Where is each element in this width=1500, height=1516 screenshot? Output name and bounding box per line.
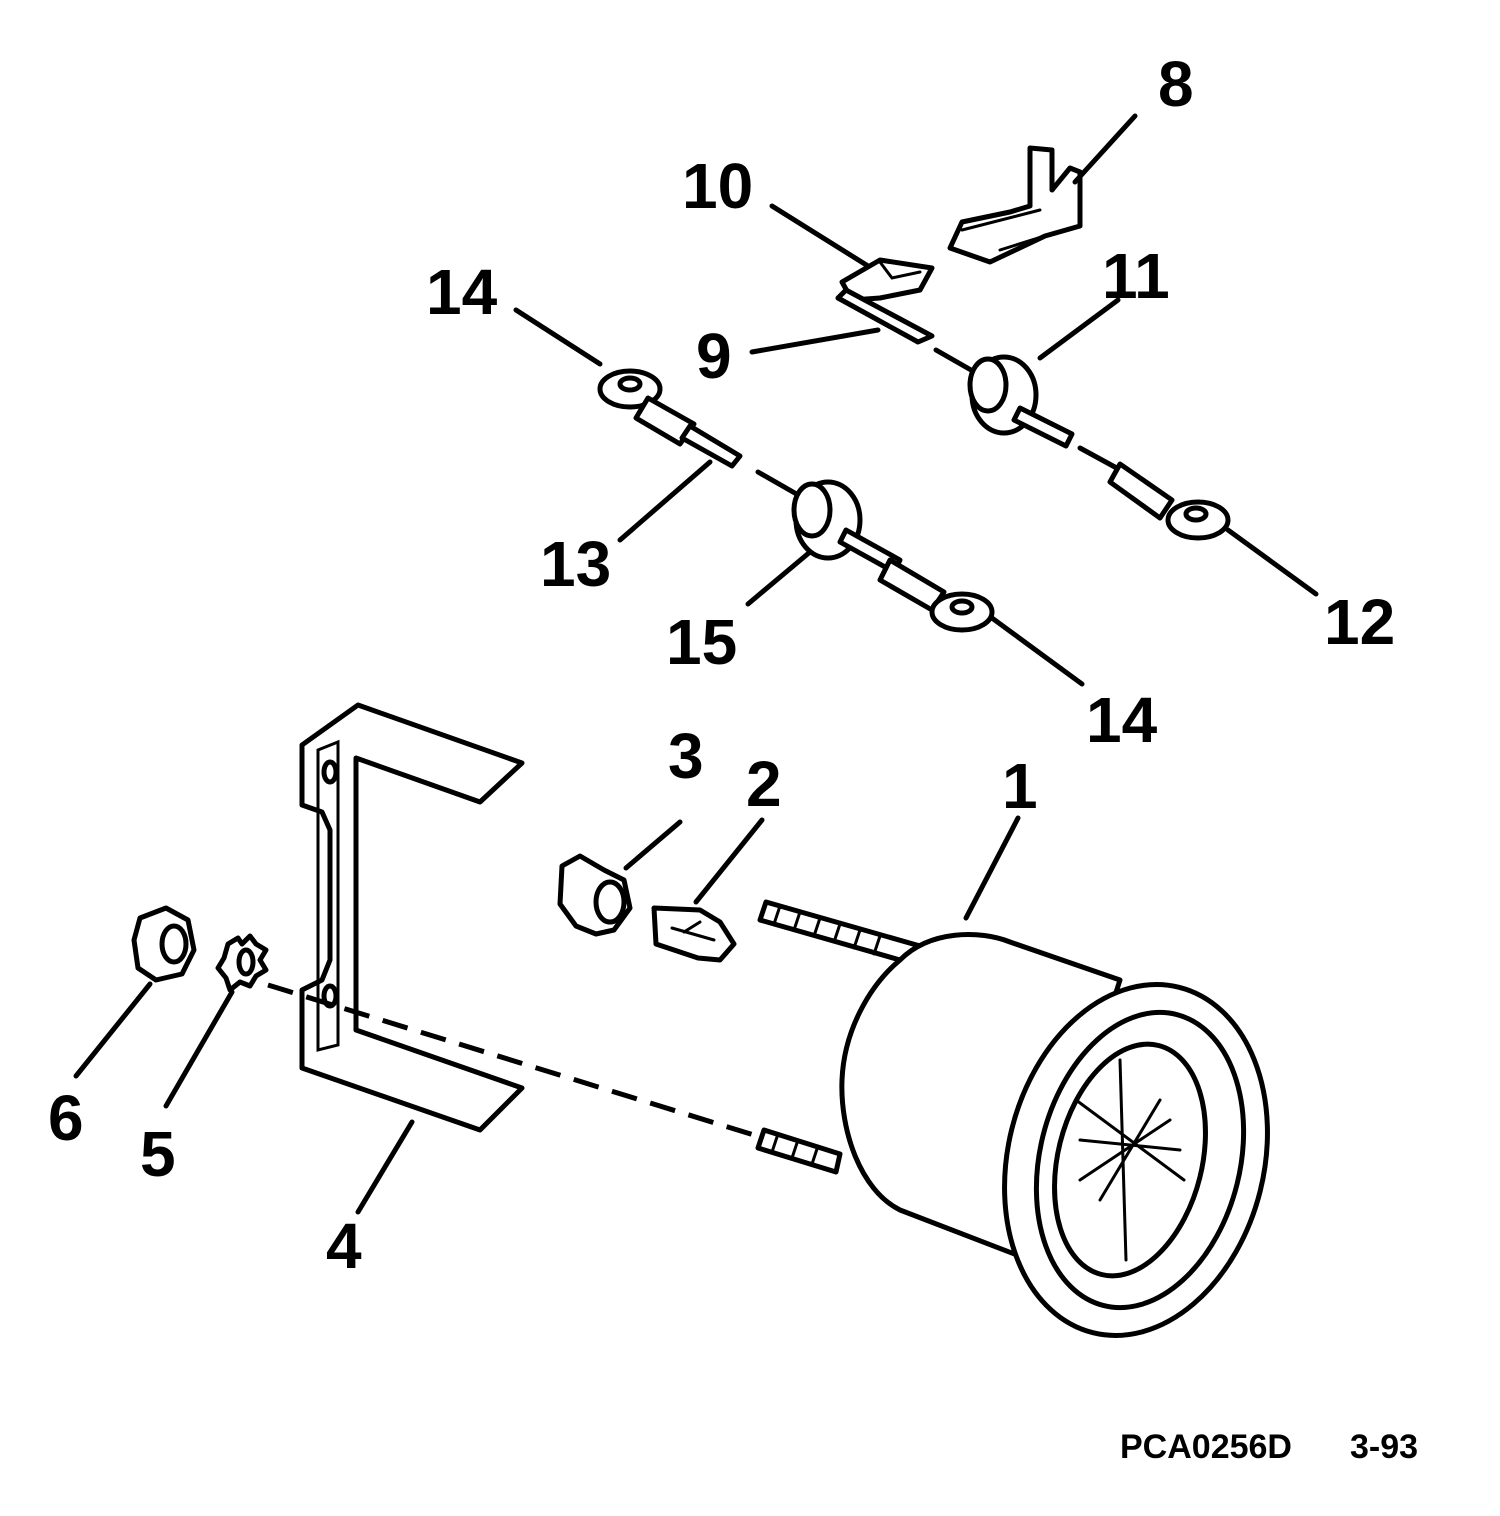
part-8-terminal-connector — [947, 145, 1083, 265]
callout-numbers: 8 10 11 14 9 13 12 15 14 3 2 1 6 5 4 — [48, 48, 1395, 1282]
part-14-ring-terminal-lower — [929, 591, 995, 633]
part-14-ring-terminal-upper — [597, 368, 697, 447]
callout-8: 8 — [1158, 48, 1194, 120]
callout-13: 13 — [540, 528, 611, 600]
callout-1: 1 — [1002, 750, 1038, 822]
callout-14-lower: 14 — [1086, 684, 1158, 756]
part-5-lock-washer — [215, 933, 269, 993]
part-code: PCA0256D — [1120, 1428, 1292, 1466]
callout-14-upper: 14 — [426, 256, 498, 328]
assembly-dashed-line — [267, 982, 771, 1143]
part-4-mounting-bracket — [299, 702, 525, 1133]
part-11-grommet-harness — [933, 347, 1175, 521]
part-9-wire — [835, 287, 935, 345]
leader-lines — [73, 113, 1319, 1215]
part-13-wire — [679, 423, 803, 499]
part-2-bulb — [651, 905, 737, 963]
callout-4: 4 — [326, 1210, 362, 1282]
callout-9: 9 — [696, 320, 732, 392]
callout-3: 3 — [668, 720, 704, 792]
callout-11: 11 — [1102, 240, 1170, 312]
callout-15: 15 — [666, 606, 737, 678]
callout-2: 2 — [746, 748, 782, 820]
callout-6: 6 — [48, 1082, 84, 1154]
callout-10: 10 — [682, 150, 753, 222]
revision-date: 3-93 — [1350, 1428, 1418, 1466]
callout-5: 5 — [140, 1118, 176, 1190]
callout-12: 12 — [1324, 586, 1395, 658]
footer: PCA0256D 3-93 — [1120, 1428, 1418, 1466]
part-6-hex-nut — [131, 905, 197, 983]
part-12-ring-terminal — [1165, 499, 1231, 541]
part-1-gauge — [755, 899, 1270, 1338]
part-15-grommet-harness — [791, 479, 947, 613]
part-3-bulb-socket — [557, 853, 633, 937]
